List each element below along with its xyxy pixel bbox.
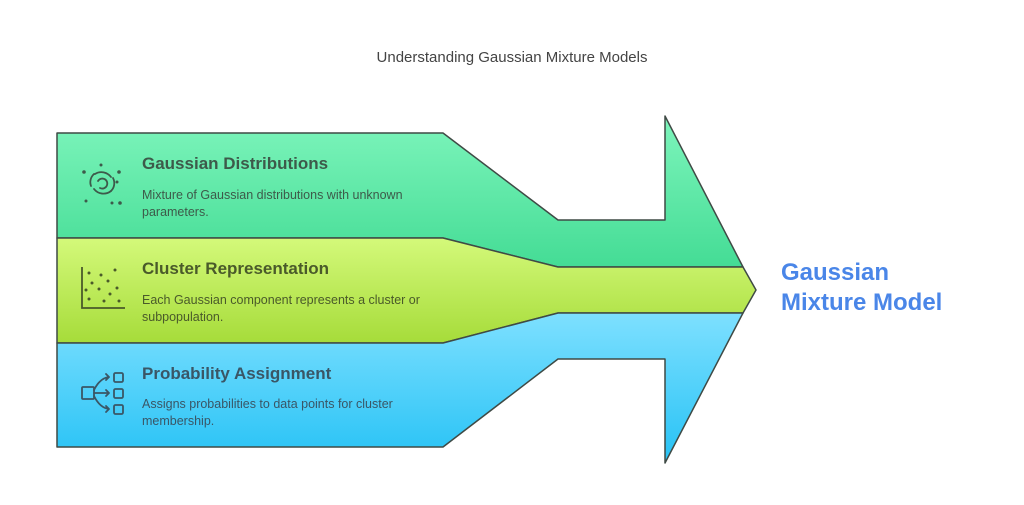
target-label-line2: Mixture Model	[781, 289, 943, 316]
target-label: Gaussian Mixture Model	[781, 258, 942, 318]
diagram-title: Understanding Gaussian Mixture Models	[376, 49, 648, 66]
segment-band-probability-assignment	[56, 312, 744, 464]
scatter-plot-icon	[81, 267, 125, 309]
segment-title-gaussian-distributions: Gaussian Distributions	[142, 154, 329, 173]
segment-description-cluster-representation: Each Gaussian component represents a clu…	[142, 293, 420, 324]
segment-description-gaussian-distributions: Mixture of Gaussian distributions with u…	[142, 188, 403, 219]
distribution-arrows-icon	[81, 372, 124, 415]
segment-title-probability-assignment: Probability Assignment	[142, 364, 332, 383]
spiral-galaxy-icon	[82, 163, 122, 205]
segment-description-probability-assignment: Assigns probabilities to data points for…	[142, 397, 393, 428]
segment-title-cluster-representation: Cluster Representation	[142, 259, 330, 278]
target-label-line1: Gaussian	[781, 259, 890, 286]
